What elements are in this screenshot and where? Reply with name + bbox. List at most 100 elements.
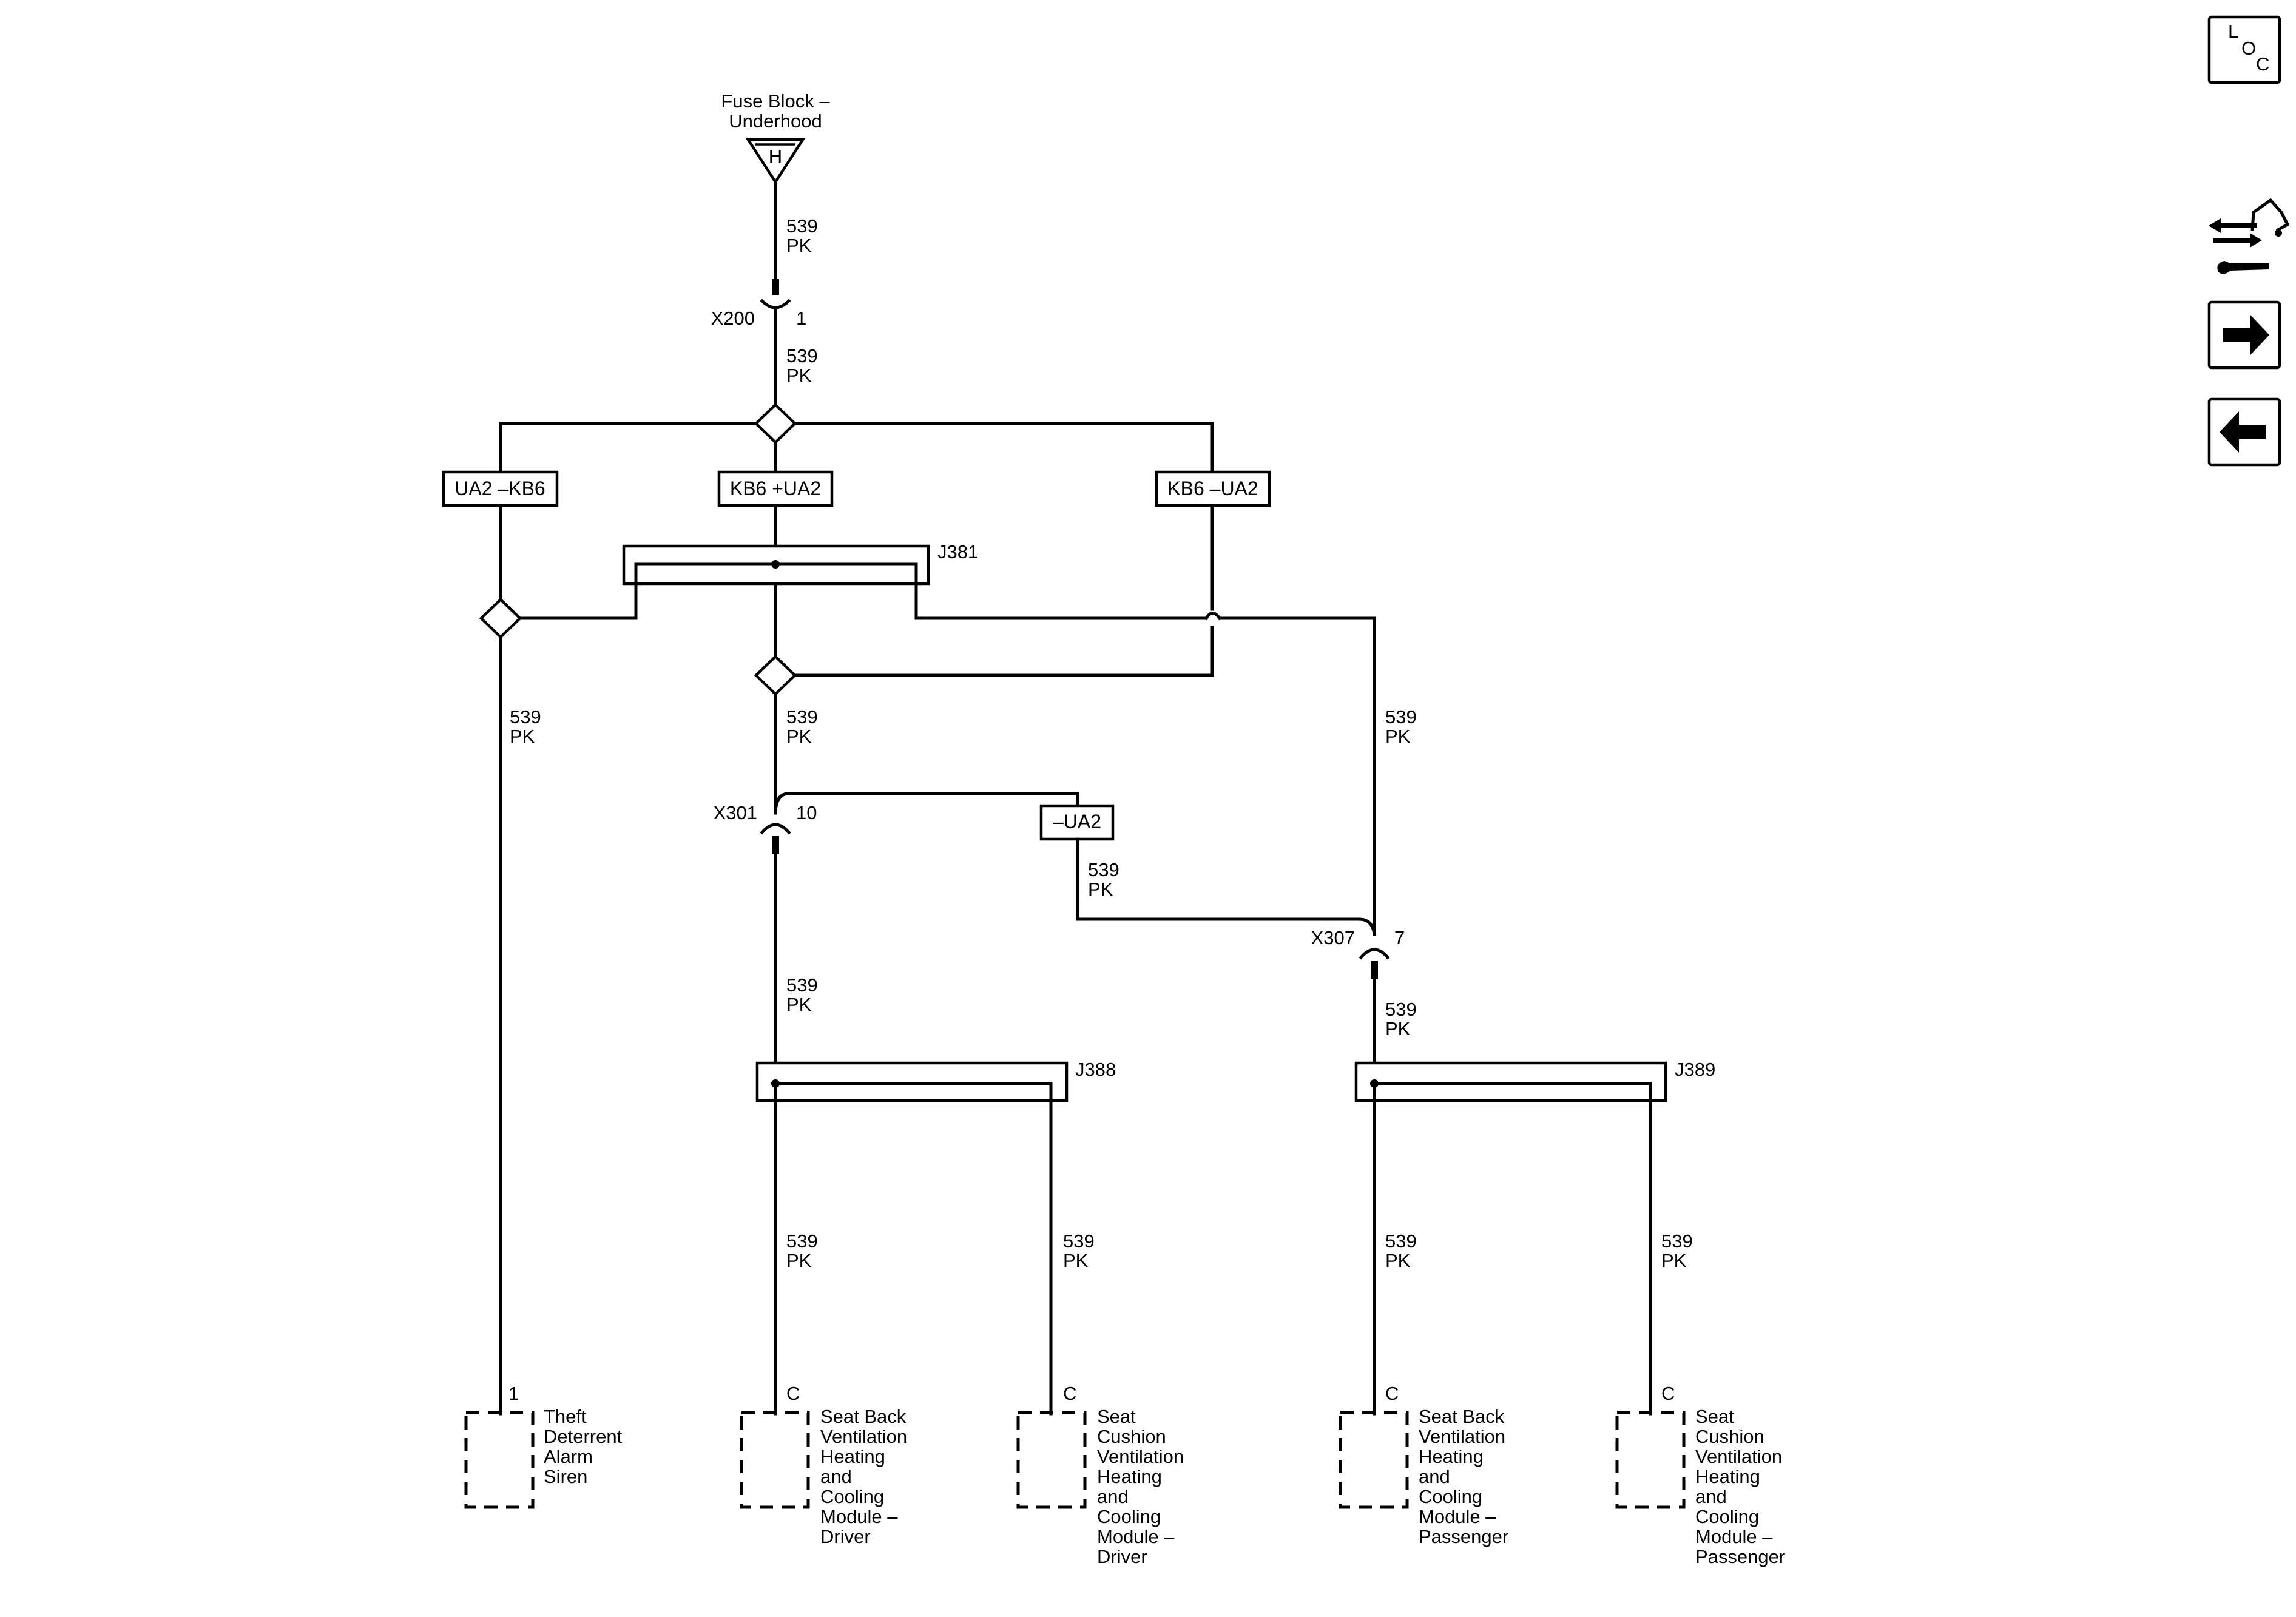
splice-j388-label: J388 [1075, 1059, 1116, 1080]
component-label-line: Heating [820, 1446, 885, 1467]
connector-x301: X301 10 [714, 802, 817, 854]
component-label-line: Passenger [1419, 1526, 1508, 1547]
connector-x307: X307 7 [1311, 927, 1405, 979]
splice-pack-j389: J389 [1354, 1059, 1715, 1102]
option-kb6-minus-ua2-label: KB6 –UA2 [1167, 478, 1258, 499]
connector-x200-pin: 1 [796, 308, 806, 329]
component-label-line: Cushion [1695, 1426, 1764, 1447]
component-label-line: Ventilation [1695, 1446, 1782, 1467]
component-label-line: Module – [1097, 1526, 1175, 1547]
fuse-block-label-1: Fuse Block – [721, 90, 830, 112]
component-label-line: Module – [1419, 1506, 1496, 1527]
wire-color: PK [1661, 1250, 1687, 1271]
component-label-line: Theft [544, 1406, 587, 1427]
wire-circuit: 539 [786, 345, 818, 366]
component-label-line: Cushion [1097, 1426, 1166, 1447]
fuse-block-label-2: Underhood [729, 110, 822, 132]
component-pin: C [786, 1383, 800, 1404]
wire-circuit: 539 [786, 215, 818, 237]
splice-j389-label: J389 [1675, 1059, 1715, 1080]
component-seat-back-module-driver: C Seat Back Ventilation Heating and Cool… [740, 1383, 907, 1547]
component-label-line: Ventilation [1097, 1446, 1184, 1467]
component-label-line: Driver [1097, 1546, 1147, 1567]
component-label-line: Cooling [1097, 1506, 1161, 1527]
wire-circuit: 539 [1385, 1230, 1417, 1252]
component-label-line: Driver [820, 1526, 871, 1547]
component-label-line: Heating [1097, 1466, 1162, 1487]
location-icon[interactable]: L O C [2207, 15, 2281, 84]
arrow-left-icon[interactable] [2207, 397, 2281, 467]
fuse-terminal-label: H [769, 146, 782, 167]
component-pin: C [1661, 1383, 1675, 1404]
wire-color: PK [786, 365, 812, 386]
component-label-line: Siren [544, 1466, 587, 1487]
loc-letter-o: O [2241, 38, 2256, 59]
connector-x301-pin: 10 [796, 802, 817, 823]
component-pin: C [1063, 1383, 1076, 1404]
component-seat-cushion-module-passenger: C Seat Cushion Ventilation Heating and C… [1615, 1383, 1785, 1567]
component-label-line: Seat [1097, 1406, 1136, 1427]
component-label-line: Module – [820, 1506, 898, 1527]
wire-circuit: 539 [1088, 859, 1119, 880]
component-label-line: Heating [1695, 1466, 1760, 1487]
wire-circuit: 539 [1661, 1230, 1693, 1252]
component-label-line: and [1419, 1466, 1450, 1487]
connector-x307-name: X307 [1311, 927, 1355, 948]
connector-x307-pin: 7 [1394, 927, 1405, 948]
loc-letter-l: L [2228, 21, 2238, 42]
arrow-right-icon[interactable] [2207, 300, 2281, 370]
component-label-line: Cooling [820, 1486, 884, 1507]
splice-diamond-left [479, 597, 522, 640]
option-ua2-kb6-label: UA2 –KB6 [454, 478, 545, 499]
option-kb6-plus-ua2: KB6 +UA2 [717, 470, 834, 507]
component-tool-icon[interactable] [2209, 198, 2290, 274]
wire-circuit: 539 [1385, 999, 1417, 1020]
fuse-block-underhood: Fuse Block – Underhood H [721, 90, 830, 185]
wire-color: PK [1088, 879, 1113, 900]
wire-color: PK [786, 235, 812, 256]
splice-j381-label: J381 [937, 541, 978, 562]
wire-circuit: 539 [1385, 706, 1417, 727]
splice-diamond-top [754, 402, 797, 445]
loc-letter-c: C [2256, 53, 2269, 75]
fuse-terminal-symbol [745, 138, 806, 185]
splice-pack-j381: J381 [622, 541, 978, 586]
wire-color: PK [786, 1250, 812, 1271]
wire-color: PK [1385, 1018, 1411, 1039]
component-label-line: Seat [1695, 1406, 1734, 1427]
component-label-line: Ventilation [820, 1426, 907, 1447]
wire-color: PK [786, 994, 812, 1015]
wire-color: PK [1385, 726, 1411, 747]
component-label-line: Alarm [544, 1446, 593, 1467]
component-pin: 1 [508, 1383, 519, 1404]
component-label-line: Seat Back [1419, 1406, 1505, 1427]
component-label-line: and [1097, 1486, 1129, 1507]
component-label-line: Seat Back [820, 1406, 907, 1427]
wire-color: PK [1385, 1250, 1411, 1271]
wire-color: PK [786, 726, 812, 747]
wire-circuit: 539 [510, 706, 541, 727]
component-label-line: Ventilation [1419, 1426, 1505, 1447]
component-label-line: Cooling [1695, 1506, 1759, 1527]
component-label-line: Cooling [1419, 1486, 1482, 1507]
connector-x200: X200 1 [711, 279, 806, 329]
option-minus-ua2-label: –UA2 [1053, 811, 1101, 832]
component-label-line: Passenger [1695, 1546, 1785, 1567]
component-theft-deterrent-alarm-siren: 1 Theft Deterrent Alarm Siren [464, 1383, 623, 1509]
connector-x301-name: X301 [714, 802, 757, 823]
splice-pack-j388: J388 [755, 1059, 1116, 1102]
option-ua2-kb6: UA2 –KB6 [442, 470, 559, 507]
component-label-line: and [1695, 1486, 1727, 1507]
wire-circuit: 539 [1063, 1230, 1095, 1252]
splice-diamond-middle [754, 654, 797, 697]
component-label-line: Module – [1695, 1526, 1773, 1547]
option-minus-ua2: –UA2 [1039, 804, 1115, 841]
wire-circuit: 539 [786, 1230, 818, 1252]
option-kb6-minus-ua2: KB6 –UA2 [1155, 470, 1271, 507]
component-pin: C [1385, 1383, 1399, 1404]
component-seat-cushion-module-driver: C Seat Cushion Ventilation Heating and C… [1016, 1383, 1184, 1567]
connector-x200-name: X200 [711, 308, 755, 329]
component-label-line: and [820, 1466, 852, 1487]
option-kb6-plus-ua2-label: KB6 +UA2 [730, 478, 821, 499]
